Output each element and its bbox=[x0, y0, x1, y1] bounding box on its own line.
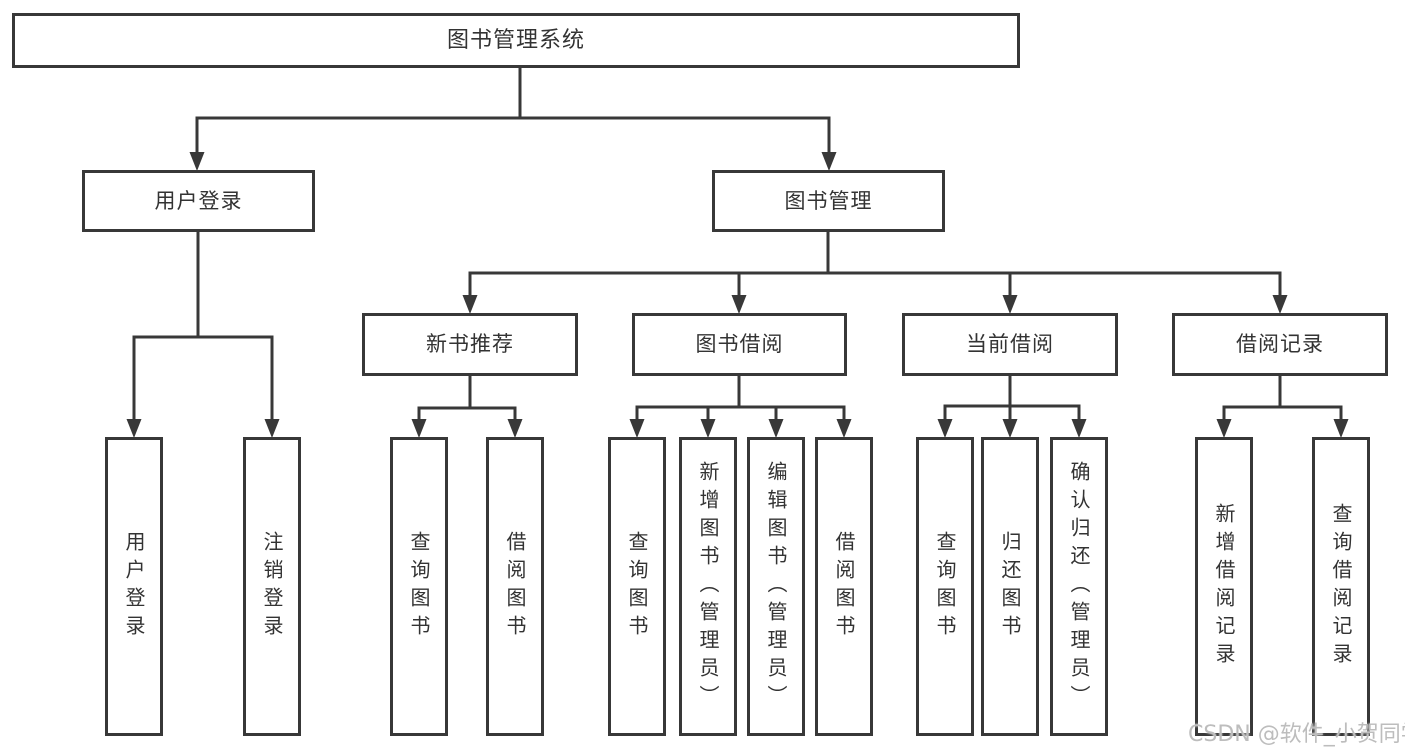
node-borrow-records: 借阅记录 bbox=[1172, 313, 1388, 376]
node-leaf-return-books: 归还图书 bbox=[981, 437, 1039, 736]
node-leaf-query-books-borrow: 查询图书 bbox=[608, 437, 666, 736]
node-leaf-query-books-current: 查询图书 bbox=[916, 437, 974, 736]
node-book-borrow: 图书借阅 bbox=[632, 313, 847, 376]
node-leaf-logout: 注销登录 bbox=[243, 437, 301, 736]
node-root-library-management-system: 图书管理系统 bbox=[12, 13, 1020, 68]
node-leaf-borrow-books-recommend: 借阅图书 bbox=[486, 437, 544, 736]
node-leaf-add-borrow-record: 新增借阅记录 bbox=[1195, 437, 1253, 736]
node-leaf-user-login: 用户登录 bbox=[105, 437, 163, 736]
node-leaf-add-books-admin: 新增图书（管理员） bbox=[679, 437, 737, 736]
node-book-management: 图书管理 bbox=[712, 170, 945, 232]
node-user-login: 用户登录 bbox=[82, 170, 315, 232]
csdn-watermark: CSDN @软件_小贺同学 bbox=[1188, 722, 1405, 747]
node-current-borrow: 当前借阅 bbox=[902, 313, 1118, 376]
node-leaf-query-books-recommend: 查询图书 bbox=[390, 437, 448, 736]
node-leaf-confirm-return-admin: 确认归还（管理员） bbox=[1050, 437, 1108, 736]
node-new-book-recommend: 新书推荐 bbox=[362, 313, 578, 376]
node-leaf-borrow-books-borrow: 借阅图书 bbox=[815, 437, 873, 736]
node-leaf-query-borrow-record: 查询借阅记录 bbox=[1312, 437, 1370, 736]
node-leaf-edit-books-admin: 编辑图书（管理员） bbox=[747, 437, 805, 736]
